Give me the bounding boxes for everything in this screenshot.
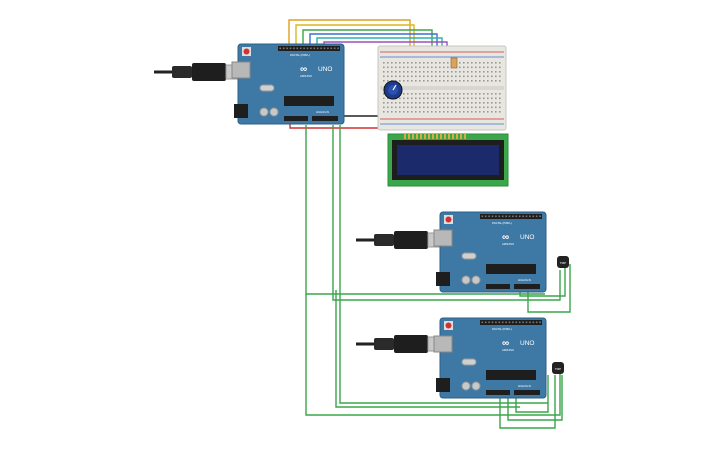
wire-green-9[interactable] xyxy=(507,375,563,421)
arduino-logo-icon: ∞ xyxy=(502,338,509,349)
arduino-uno-board-main[interactable]: DIGITAL (PWM~) ∞ UNO ARDUINO ANALOG IN xyxy=(154,43,345,125)
reset-button-icon[interactable] xyxy=(242,47,251,56)
potentiometer-icon[interactable] xyxy=(383,80,403,100)
header-label-analog: ANALOG IN xyxy=(518,279,531,282)
lcd-16x2-display[interactable] xyxy=(387,133,509,187)
wire-green-10[interactable] xyxy=(515,375,549,413)
header-label-digital: DIGITAL (PWM~) xyxy=(492,221,512,225)
header-label-analog: ANALOG IN xyxy=(316,111,329,114)
header-label-digital: DIGITAL (PWM~) xyxy=(492,327,512,331)
temperature-sensor-icon[interactable]: TMP xyxy=(557,256,569,268)
temperature-sensor-icon[interactable]: TMP xyxy=(552,362,564,374)
arduino-logo-icon: ∞ xyxy=(502,232,509,243)
arduino-uno-board-second[interactable]: DIGITAL (PWM~) ∞ UNO ARDUINO ANALOG IN xyxy=(356,211,547,293)
wire-green-8[interactable] xyxy=(499,375,556,429)
reset-button-icon[interactable] xyxy=(444,321,453,330)
wire-green-6[interactable] xyxy=(519,264,566,297)
header-label-analog: ANALOG IN xyxy=(518,385,531,388)
board-brand-label: ARDUINO xyxy=(502,348,514,352)
wire-green-7[interactable] xyxy=(527,264,571,313)
breadboard[interactable] xyxy=(377,45,507,131)
reset-button-icon[interactable] xyxy=(444,215,453,224)
board-model-label: UNO xyxy=(520,340,534,347)
resistor-icon[interactable] xyxy=(450,57,458,69)
arduino-logo-icon: ∞ xyxy=(300,64,307,75)
board-model-label: UNO xyxy=(318,66,332,73)
arduino-uno-board-third[interactable]: DIGITAL (PWM~) ∞ UNO ARDUINO ANALOG IN xyxy=(356,317,547,399)
board-model-label: UNO xyxy=(520,234,534,241)
board-brand-label: ARDUINO xyxy=(300,74,312,78)
lcd-pin-header xyxy=(404,134,466,139)
svg-text:TMP: TMP xyxy=(555,367,561,371)
wire-green-3[interactable] xyxy=(332,125,561,301)
svg-text:TMP: TMP xyxy=(560,261,566,265)
wire-green-2[interactable] xyxy=(305,294,561,416)
wire-green-5[interactable] xyxy=(335,290,520,408)
wire-green-4[interactable] xyxy=(339,125,548,404)
board-brand-label: ARDUINO xyxy=(502,242,514,246)
header-label-digital: DIGITAL (PWM~) xyxy=(290,53,310,57)
